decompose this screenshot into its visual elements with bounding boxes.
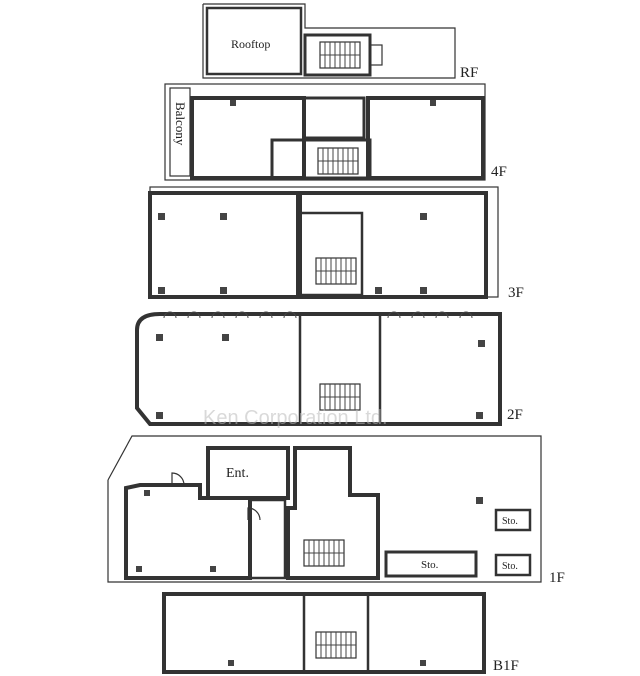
label-balcony: Balcony bbox=[173, 102, 188, 146]
label-rooftop: Rooftop bbox=[231, 37, 270, 51]
floor-1f bbox=[107, 435, 542, 583]
floor-label-b1f: B1F bbox=[493, 658, 519, 674]
watermark: Ken Corporation Ltd. bbox=[203, 407, 388, 429]
floor-label-1f: 1F bbox=[549, 570, 565, 586]
floor-label-3f: 3F bbox=[508, 285, 524, 301]
label-storage-b: Sto. bbox=[421, 559, 439, 571]
floor-3f bbox=[148, 186, 499, 299]
label-storage-a: Sto. bbox=[502, 516, 518, 527]
floor-label-2f: 2F bbox=[507, 407, 523, 423]
floor-label-4f: 4F bbox=[491, 164, 507, 180]
floor-4f bbox=[164, 83, 486, 181]
label-entrance: Ent. bbox=[226, 466, 249, 481]
floor-b1f bbox=[162, 592, 486, 674]
floor-2f bbox=[135, 311, 502, 426]
floor-rf bbox=[202, 3, 456, 79]
label-storage-c: Sto. bbox=[502, 561, 518, 572]
floor-label-rf: RF bbox=[460, 65, 478, 81]
